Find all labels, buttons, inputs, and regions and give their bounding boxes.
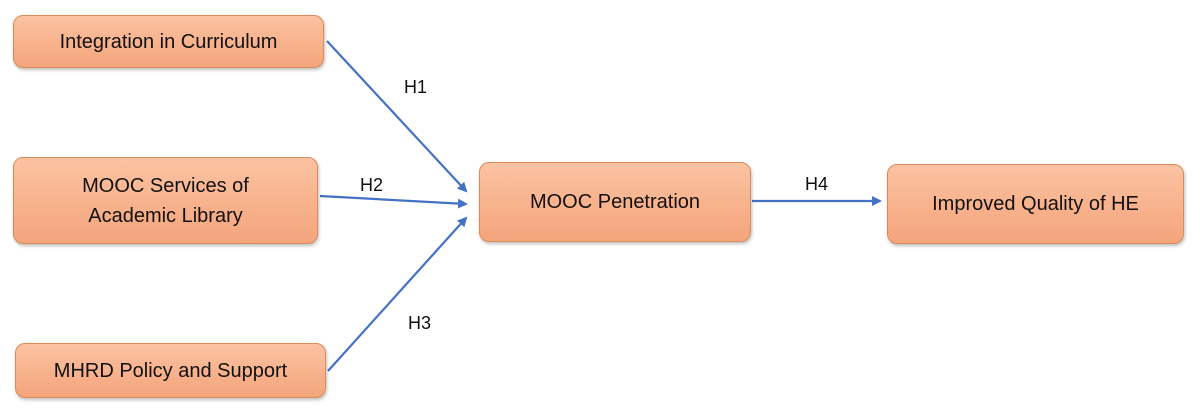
arrow-h2 — [319, 194, 468, 209]
node-label: MOOC Penetration — [529, 191, 701, 213]
hypothesis-label-h1: H1 — [404, 77, 428, 97]
hypothesis-label-h2: H2 — [360, 175, 384, 195]
node-label: Improved Quality of HE — [932, 193, 1139, 215]
arrow-h3 — [327, 216, 468, 372]
hypothesis-label-h3: H3 — [408, 313, 432, 333]
arrow-h1 — [326, 40, 468, 193]
node-mooc-services-academic-library: MOOC Services of Academic Library — [13, 157, 318, 244]
node-improved-quality: Improved Quality of HE — [887, 164, 1184, 244]
node-label: MOOC Services of Academic Library — [82, 174, 249, 227]
node-integration-in-curriculum: Integration in Curriculum — [13, 15, 324, 68]
hypothesis-label-h4: H4 — [805, 174, 829, 194]
node-label: Integration in Curriculum — [59, 30, 278, 53]
node-mhrd-policy-support: MHRD Policy and Support — [15, 343, 326, 398]
node-mooc-penetration: MOOC Penetration — [479, 162, 751, 242]
node-label: MHRD Policy and Support — [53, 359, 288, 382]
